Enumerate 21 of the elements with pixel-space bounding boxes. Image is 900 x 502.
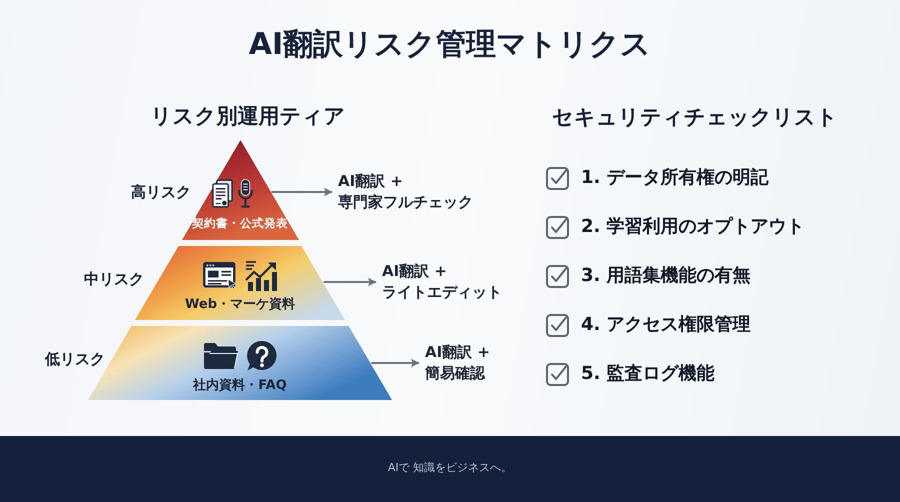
section-heading: リスク別運用ティア	[150, 103, 346, 130]
risk-level-label: 中リスク	[84, 270, 144, 290]
risk-level-label: 低リスク	[45, 350, 105, 370]
checklist-item: 2. 学習利用のオプトアウト	[581, 215, 805, 238]
section-heading: セキュリティチェックリスト	[552, 104, 838, 130]
tagline-text: AIで 知識をビジネスへ。	[388, 461, 512, 476]
checklist-item: 1. データ所有権の明記	[581, 166, 769, 190]
checklist-item: 3. 用語集機能の有無	[581, 264, 751, 288]
tier-label: Web・マーケ資料	[185, 297, 295, 313]
tier-label: 社内資料・FAQ	[193, 378, 287, 394]
checklist-item: 5. 監査ログ機能	[581, 362, 715, 386]
checklist-item: 4. アクセス権限管理	[581, 313, 751, 336]
risk-level-label: 高リスク	[131, 183, 191, 202]
arrow	[271, 188, 332, 196]
diagram-title: AI翻訳リスク管理マトリクス	[248, 27, 652, 63]
tier-label: 契約書・公式発表	[192, 217, 288, 231]
arrow	[371, 358, 420, 368]
action-text: AI翻訳 + 専門家フルチェック	[338, 171, 503, 213]
action-text: AI翻訳 + ライトエディット	[382, 261, 527, 303]
action-text: AI翻訳 + 簡易確認	[425, 342, 510, 384]
arrow	[324, 278, 376, 286]
